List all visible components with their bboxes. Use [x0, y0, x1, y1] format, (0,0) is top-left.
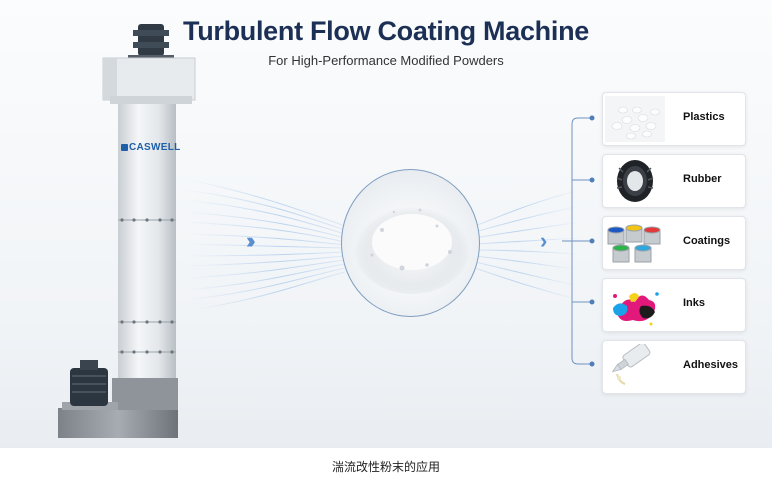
- application-card-rubber: Rubber: [602, 154, 746, 208]
- application-label: Coatings: [683, 235, 731, 247]
- powder-image: [341, 169, 480, 317]
- bottom-motor: [70, 368, 108, 406]
- brand-logo: CASWELL: [121, 142, 181, 153]
- paint-cans-icon: [605, 220, 665, 266]
- infographic-panel: Turbulent Flow Coating Machine For High-…: [0, 0, 772, 448]
- brand-mark-icon: [121, 144, 128, 151]
- ink-splash-icon: [605, 282, 665, 328]
- application-label: Adhesives: [683, 359, 739, 371]
- double-chevron-right-icon: ››: [246, 228, 255, 253]
- application-label: Plastics: [683, 111, 725, 123]
- machine-base: [58, 408, 178, 438]
- page-subtitle: For High-Performance Modified Powders: [268, 53, 504, 68]
- application-card-plastics: Plastics: [602, 92, 746, 146]
- chevron-right-icon: ›: [540, 228, 548, 253]
- application-label: Inks: [683, 297, 706, 309]
- application-label: Rubber: [683, 173, 722, 185]
- plastic-pellets-icon: [605, 96, 665, 142]
- image-caption: 湍流改性粉末的应用: [331, 460, 440, 474]
- airflow-streaks: [184, 179, 581, 311]
- page-title: Turbulent Flow Coating Machine: [183, 16, 589, 46]
- top-motor: [138, 24, 164, 56]
- coating-machine-illustration: [58, 24, 196, 438]
- tire-icon: [605, 158, 665, 204]
- application-card-inks: Inks: [602, 278, 746, 332]
- application-connector: [562, 115, 595, 367]
- application-card-coatings: Coatings: [602, 216, 746, 270]
- application-card-adhesives: Adhesives: [602, 340, 746, 394]
- glue-tube-icon: [605, 344, 665, 390]
